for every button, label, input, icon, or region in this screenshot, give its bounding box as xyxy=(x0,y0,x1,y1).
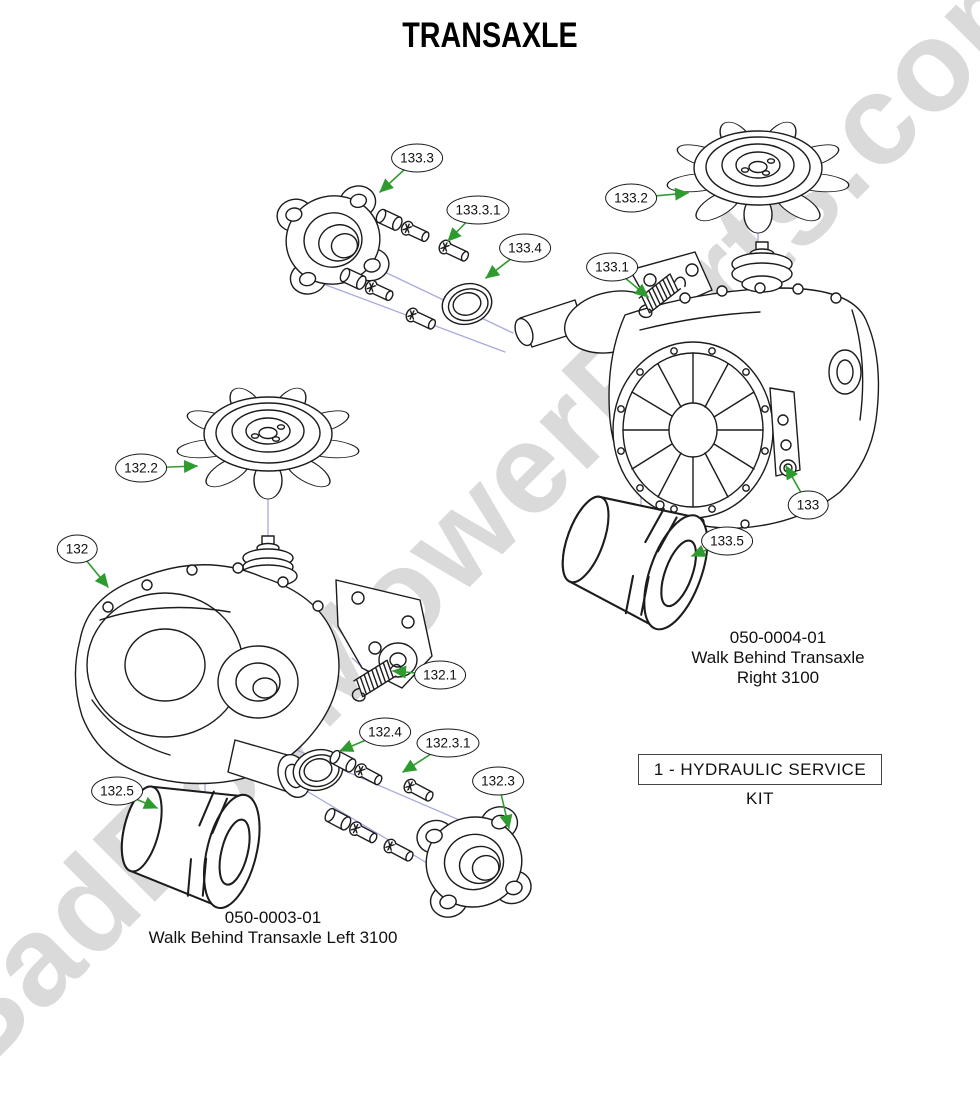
callout-132.5[interactable]: 132.5 xyxy=(91,776,143,806)
page-header: TRANSAXLE xyxy=(0,16,980,56)
part-number-right: 050-0004-01 xyxy=(729,628,827,647)
part-title-left: Walk Behind Transaxle Left 3100 xyxy=(148,928,398,947)
part-number-left: 050-0003-01 xyxy=(224,908,322,927)
callout-133.5[interactable]: 133.5 xyxy=(701,526,753,556)
fastener-right-1 xyxy=(373,207,432,246)
callout-132.3.1[interactable]: 132.3.1 xyxy=(416,728,480,758)
fan-left xyxy=(174,384,362,500)
page-title: TRANSAXLE xyxy=(402,16,578,55)
callout-133.2[interactable]: 133.2 xyxy=(605,183,657,213)
hydraulic-service-kit-note: 1 - HYDRAULIC SERVICE KIT xyxy=(638,754,882,808)
callout-133.3.1[interactable]: 133.3.1 xyxy=(446,195,510,225)
screw-right-2 xyxy=(403,305,439,333)
callout-132.4[interactable]: 132.4 xyxy=(359,717,411,747)
right-transaxle-assembly xyxy=(273,118,880,639)
left-transaxle-assembly xyxy=(74,384,535,922)
screw-right-1 xyxy=(436,237,472,265)
callout-133.4[interactable]: 133.4 xyxy=(499,233,551,263)
callout-132.2[interactable]: 132.2 xyxy=(115,453,167,483)
fastener-left-2 xyxy=(322,806,380,847)
screw-left-1 xyxy=(401,776,437,805)
callout-133[interactable]: 133 xyxy=(787,490,829,520)
screw-left-2 xyxy=(381,836,417,865)
fan-right xyxy=(664,118,852,234)
callout-132.3[interactable]: 132.3 xyxy=(472,766,524,796)
callout-132[interactable]: 132 xyxy=(56,534,98,564)
callout-132.1[interactable]: 132.1 xyxy=(414,660,466,690)
callout-133.3[interactable]: 133.3 xyxy=(391,143,443,173)
axle-flange-left xyxy=(413,802,535,922)
diagram-caption-right: 050-0004-01 Walk Behind Transaxle Right … xyxy=(677,628,879,688)
washer-right xyxy=(436,277,498,331)
diagram-caption-left: 050-0003-01 Walk Behind Transaxle Left 3… xyxy=(149,908,398,948)
callout-133.1[interactable]: 133.1 xyxy=(586,252,638,282)
exploded-view-art xyxy=(74,118,880,922)
transaxle-body-right xyxy=(514,241,880,529)
part-title-right: Walk Behind Transaxle Right 3100 xyxy=(691,648,865,687)
